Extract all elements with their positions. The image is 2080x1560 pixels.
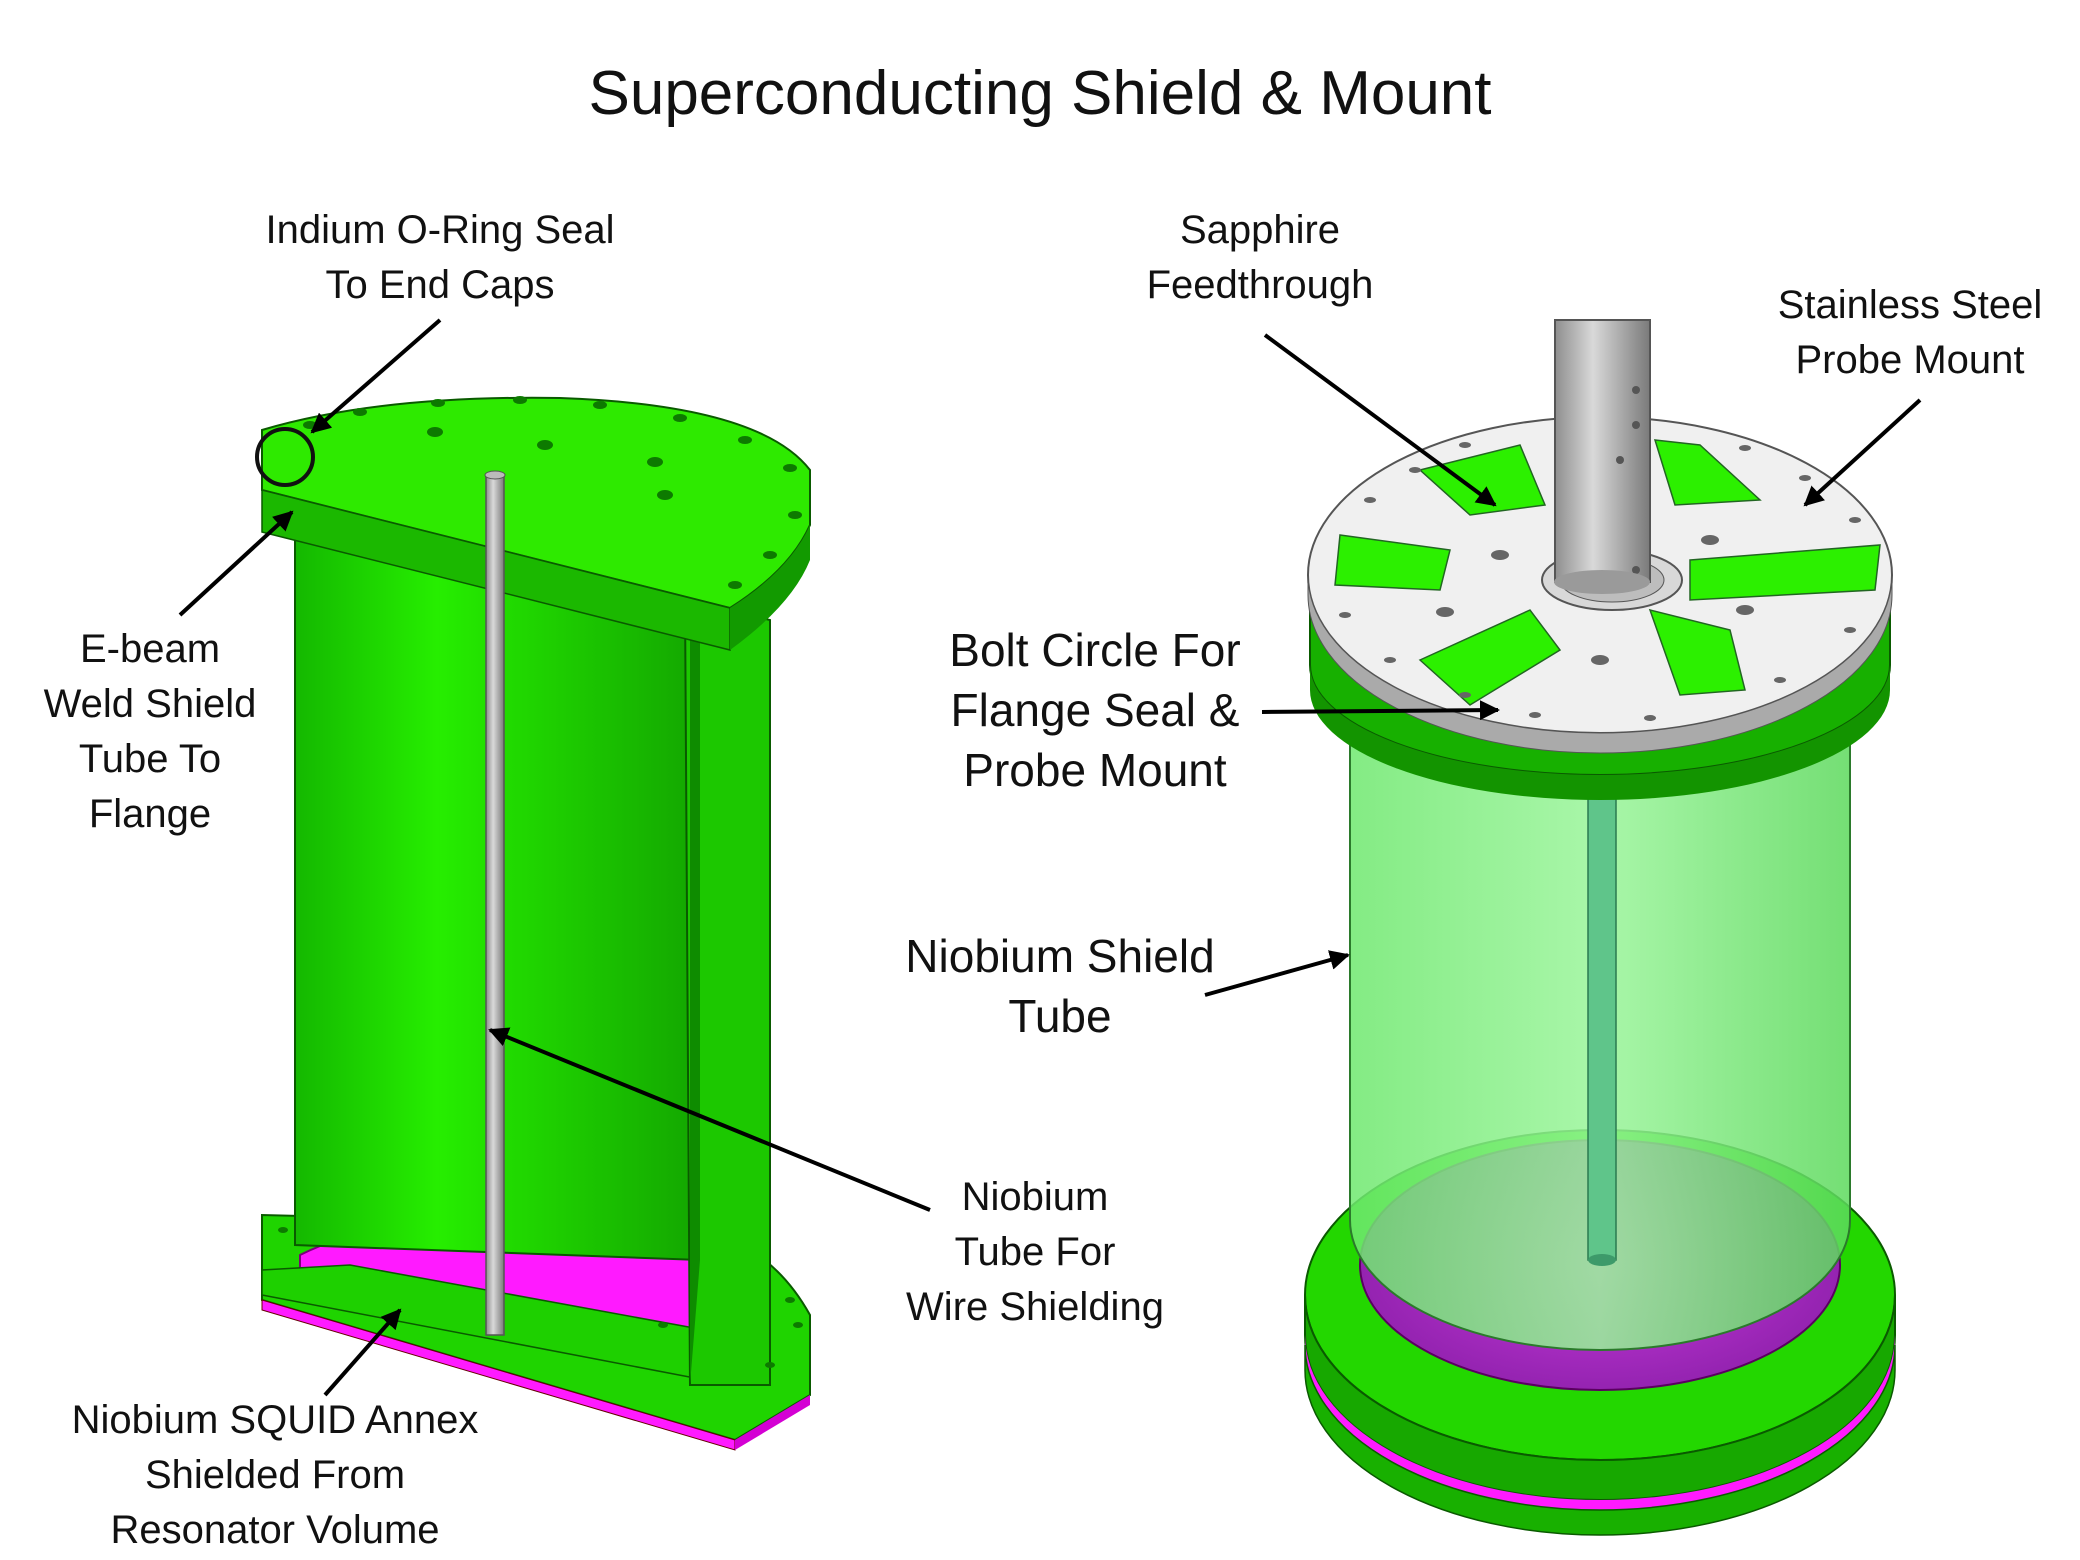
arrow-ebeam-weld [178,510,294,617]
label-squid-annex: Niobium SQUID Annex Shielded From Resona… [40,1393,510,1558]
arrow-sapphire [1263,333,1497,507]
plate-bolt-holes [1339,442,1861,721]
wire-shield-tube-left [485,474,505,1336]
sapphire-feedthrough-post [1554,319,1651,583]
label-line: Niobium Shield [905,930,1215,982]
label-indium-seal: Indium O-Ring Seal To End Caps [240,203,640,313]
label-line: Niobium SQUID Annex [71,1398,479,1442]
label-line: Flange [88,792,212,836]
arrow-squid-annex [323,1308,402,1397]
label-line: Resonator Volume [110,1508,440,1552]
label-line: Sapphire [1179,208,1341,252]
label-line: Feedthrough [1146,263,1374,307]
label-probe-mount: Stainless Steel Probe Mount [1760,278,2060,388]
label-line: Probe Mount [963,744,1227,796]
label-bolt-circle: Bolt Circle For Flange Seal & Probe Moun… [925,620,1265,800]
label-line: Probe Mount [1795,338,2025,382]
arrow-probe-mount [1803,398,1922,507]
right-assembly [1304,319,1896,1536]
arrow-bolt-circle [1261,700,1500,721]
indium-seal-marker [255,427,315,487]
label-sapphire: Sapphire Feedthrough [1120,203,1400,313]
label-line: Flange Seal & [950,684,1240,736]
label-line: Shielded From [144,1453,406,1497]
label-line: E-beam [79,627,221,671]
label-line: Weld Shield [43,682,257,726]
label-line: Tube [1008,990,1112,1042]
annotation-arrows [178,318,1922,1397]
label-shield-tube: Niobium Shield Tube [885,926,1235,1046]
label-line: Bolt Circle For [949,624,1241,676]
left-cutaway-assembly [255,396,811,1451]
label-line: Tube To [78,737,222,781]
top-flange-left [261,396,811,610]
label-line: Stainless Steel [1777,283,2043,327]
probe-mount-windows [1334,439,1881,706]
label-line: Indium O-Ring Seal [265,208,615,252]
inner-wire-tube-right [1587,759,1617,1261]
figure-title: Superconducting Shield & Mount [588,59,1492,128]
label-ebeam-weld: E-beam Weld Shield Tube To Flange [20,622,280,842]
label-wire-tube: Niobium Tube For Wire Shielding [880,1170,1190,1335]
label-line: To End Caps [325,263,555,307]
arrow-indium-seal [310,318,442,434]
arrow-shield-tube [1204,950,1350,997]
label-line: Tube For [954,1230,1116,1274]
arrow-wire-tube [488,1027,931,1212]
label-line: Wire Shielding [906,1285,1164,1329]
label-line: Niobium [961,1175,1109,1219]
